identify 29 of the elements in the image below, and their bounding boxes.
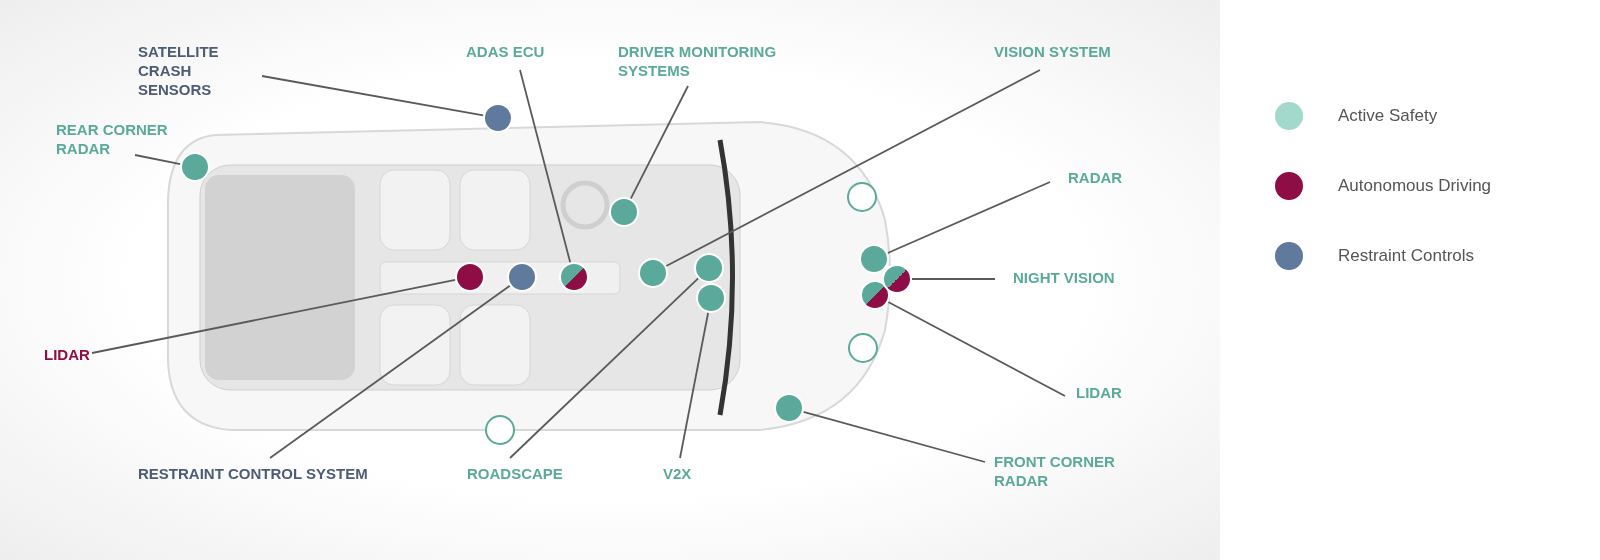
- callout-label: VISION SYSTEM: [994, 42, 1111, 61]
- leader-line: [269, 284, 511, 459]
- callout-label: RADAR: [1068, 168, 1123, 187]
- callout-label: ROADSCAPE: [467, 464, 563, 483]
- callout-label: LIDAR: [44, 345, 90, 364]
- callout-label: REAR CORNER RADAR: [56, 120, 186, 158]
- leader-line: [519, 69, 572, 264]
- leader-line: [91, 279, 457, 354]
- callout-label: LIDAR: [1076, 383, 1122, 402]
- callout-label: V2X: [663, 464, 692, 483]
- callout-label: ADAS ECU: [466, 42, 545, 61]
- leader-line: [134, 154, 182, 165]
- leader-line: [679, 311, 710, 459]
- leader-line: [665, 69, 1041, 267]
- legend-label: Autonomous Driving: [1338, 176, 1492, 196]
- callout-label: FRONT CORNER RADAR: [994, 452, 1144, 490]
- legend-label: Active Safety: [1338, 106, 1438, 126]
- leader-line: [802, 411, 986, 463]
- legend-label: Restraint Controls: [1338, 246, 1475, 266]
- callout-label: NIGHT VISION: [1013, 268, 1115, 287]
- leader-line: [629, 85, 689, 200]
- leader-line: [911, 278, 996, 280]
- callout-label: DRIVER MONITORING SYSTEMS: [618, 42, 818, 80]
- leader-line: [261, 75, 485, 117]
- leader-line: [886, 181, 1051, 254]
- leader-line: [509, 277, 700, 459]
- callout-label: SATELLITE CRASH SENSORS: [138, 42, 260, 99]
- leader-line: [887, 301, 1066, 397]
- callout-label: RESTRAINT CONTROL SYSTEM: [138, 464, 368, 483]
